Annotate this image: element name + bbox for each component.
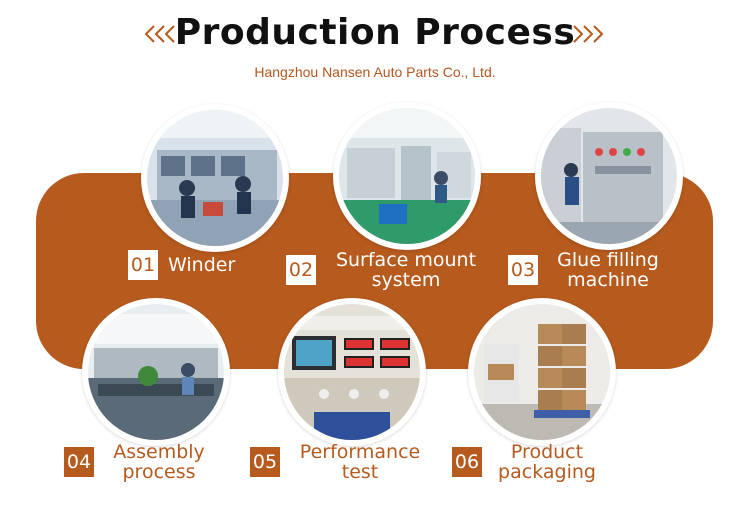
step-number: 05 [250, 447, 280, 477]
smt-line-photo [333, 102, 481, 250]
step-label: 03 Glue filling machine [508, 250, 668, 290]
test-bench-photo [278, 298, 426, 446]
step-number: 03 [508, 255, 538, 285]
step-label: 06 Product packaging [452, 442, 602, 482]
step-label: 04 Assembly process [64, 442, 214, 482]
step-label: 02 Surface mount system [286, 250, 486, 290]
packaging-photo [468, 298, 616, 446]
page-title: Production Process [174, 12, 576, 53]
step-title: Surface mount system [335, 249, 477, 291]
step-number: 02 [286, 255, 316, 285]
step-label: 01 Winder [128, 250, 235, 280]
glue-filling-photo [535, 102, 683, 250]
step-title: Product packaging [498, 441, 596, 483]
company-name: Hangzhou Nansen Auto Parts Co., Ltd. [254, 64, 496, 80]
step-title: Performance test [299, 441, 421, 483]
step-number: 04 [64, 447, 94, 477]
step-title: Winder [168, 254, 236, 276]
step-number: 06 [452, 447, 482, 477]
step-label: 05 Performance test [250, 442, 430, 482]
chevrons-left-icon [144, 25, 175, 43]
step-number: 01 [128, 250, 158, 280]
step-title: Assembly process [113, 441, 205, 483]
assembly-line-photo [82, 298, 230, 446]
step-title: Glue filling machine [557, 249, 659, 291]
header: Production Process Hangzhou Nansen Auto … [0, 0, 750, 90]
chevrons-right-icon [573, 25, 604, 43]
winding-workshop-photo [141, 104, 289, 252]
